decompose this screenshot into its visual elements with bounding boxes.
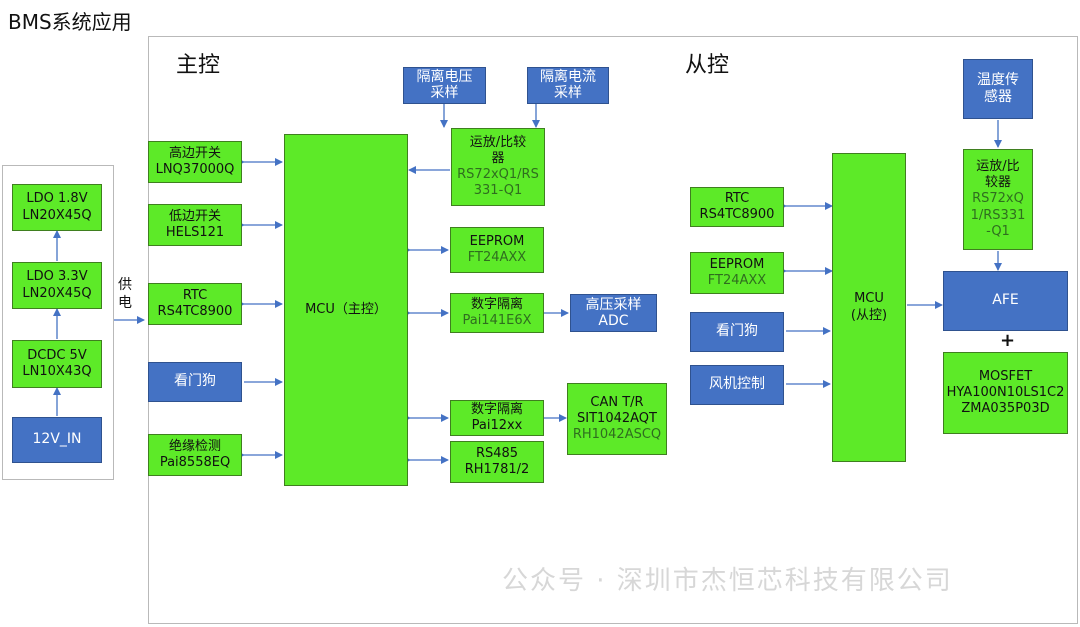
temperature-sensor-block: 温度传 感器 [963,59,1033,119]
slave-opamp-comparator-block: 运放/比 较器 RS72xQ 1/RS331 -Q1 [963,149,1033,250]
ldo-3v3-block: LDO 3.3V LN20X45Q [12,262,102,309]
master-mcu-block: MCU（主控） [284,134,408,486]
master-eeprom-block: EEPROM FT24AXX [450,227,544,273]
master-watchdog-block: 看门狗 [148,362,242,402]
system-frame [148,36,1078,624]
master-section-title: 主控 [176,53,221,78]
digital-isolator-1-block: 数字隔离 Pai141E6X [450,293,544,333]
input-12v-block: 12V_IN [12,417,102,463]
can-transceiver-block: CAN T/R SIT1042AQT RH1042ASCQ [567,383,667,455]
fan-control-block: 风机控制 [690,365,784,405]
watermark-text: 公众号 · 深圳市杰恒芯科技有限公司 [502,566,953,596]
rs485-block: RS485 RH1781/2 [450,441,544,483]
slave-eeprom-block: EEPROM FT24AXX [690,252,784,294]
isolated-current-sampling-block: 隔离电流 采样 [527,67,609,104]
ldo-1v8-block: LDO 1.8V LN20X45Q [12,184,102,231]
digital-isolator-2-block: 数字隔离 Pai12xx [450,400,544,436]
mosfet-block: MOSFET HYA100N10LS1C2 ZMA035P03D [943,352,1068,434]
slave-rtc-block: RTC RS4TC8900 [690,187,784,227]
low-side-switch-block: 低边开关 HELS121 [148,204,242,246]
power-label: 供 电 [118,277,132,312]
master-rtc-block: RTC RS4TC8900 [148,283,242,325]
plus-sign: + [1000,330,1016,351]
slave-mcu-block: MCU (从控) [832,153,906,462]
dcdc-5v-block: DCDC 5V LN10X43Q [12,340,102,388]
high-voltage-adc-block: 高压采样 ADC [570,294,657,332]
high-side-switch-block: 高边开关 LNQ37000Q [148,141,242,183]
power-supply-frame [2,165,114,480]
slave-watchdog-block: 看门狗 [690,312,784,352]
isolated-voltage-sampling-block: 隔离电压 采样 [403,67,486,104]
afe-block: AFE [943,271,1068,331]
insulation-detect-block: 绝缘检测 Pai8558EQ [148,434,242,476]
page-title: BMS系统应用 [8,10,132,34]
slave-section-title: 从控 [685,53,730,78]
master-opamp-comparator-block: 运放/比较 器 RS72xQ1/RS 331-Q1 [451,128,545,206]
